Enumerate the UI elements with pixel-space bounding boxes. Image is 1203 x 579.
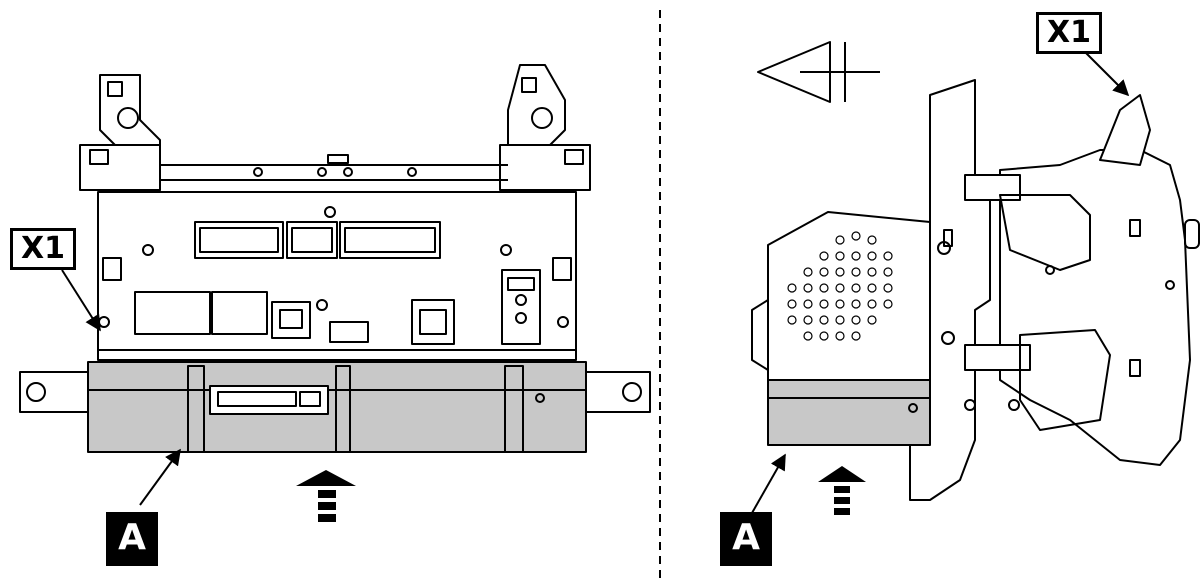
side-connector-housing: [964, 94, 1200, 466]
leader-line-a-right: [747, 453, 786, 521]
orientation-symbol: [757, 41, 880, 103]
leader-line-x1-right: [1084, 51, 1130, 97]
perforated-cover: [751, 211, 931, 381]
callout-a-right: A: [720, 512, 772, 566]
side-view: [747, 41, 1200, 521]
leader-line-x1-left: [61, 269, 101, 332]
top-connector-row: [194, 221, 441, 259]
callout-x1-right: X1: [1036, 12, 1102, 54]
install-direction-arrow-right: [818, 466, 866, 515]
mounting-bracket: [79, 64, 591, 191]
callout-a-left: A: [106, 512, 158, 566]
callout-x1-left: X1: [10, 228, 76, 270]
module-a-side: [767, 379, 931, 446]
lower-connector-row: [134, 269, 541, 345]
install-direction-arrow-left: [296, 470, 356, 522]
radio-chassis: [97, 191, 577, 361]
module-a-front: [19, 361, 651, 453]
front-view: [19, 64, 651, 522]
ventilation-holes: [787, 231, 893, 341]
leader-line-a-left: [139, 448, 181, 506]
